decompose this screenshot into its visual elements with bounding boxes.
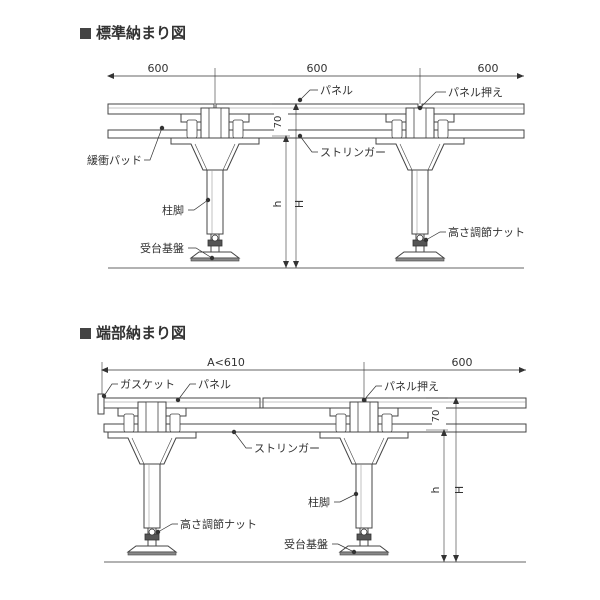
dim-H: H [293, 200, 306, 208]
title-square-icon [80, 28, 91, 39]
label-stringer-2: ストリンガー [254, 442, 320, 455]
dim-label-a: A<610 [207, 356, 245, 369]
panel-middle [215, 103, 419, 115]
stringer-2 [103, 423, 527, 433]
label-cushion-pad: 緩衝パッド [87, 153, 142, 167]
panel-2-left [103, 397, 261, 409]
label-column-leg-2: 柱脚 [308, 495, 330, 509]
panel-2-middle [262, 397, 364, 409]
label-height-nut-2: 高さ調節ナット [180, 517, 257, 531]
label-height-nut: 高さ調節ナット [448, 225, 525, 239]
dim-label-3: 600 [478, 62, 499, 75]
dim-h-2: h [429, 486, 442, 493]
label-base-plate: 受台基盤 [140, 241, 184, 255]
label-panel: パネル [320, 84, 353, 97]
dim-label-1: 600 [148, 62, 169, 75]
section1-title: 標準納まり図 [80, 22, 186, 43]
section1-diagram: 600 600 600 70 h H パネル パネル押え ストリンガー [87, 62, 525, 269]
label-panel-holder: パネル押え [448, 85, 503, 99]
dim-label-600: 600 [452, 356, 473, 369]
dim-h: h [271, 200, 284, 207]
label-base-plate-2: 受台基盤 [284, 537, 328, 551]
panel-right [421, 103, 525, 115]
section2-diagram: A<610 600 70 h H ガスケット パネル パネル押え [97, 356, 527, 563]
title-square-icon [80, 328, 91, 339]
dim-70: 70 [273, 116, 284, 129]
dim-label-2: 600 [307, 62, 328, 75]
dim-H-2: H [453, 486, 466, 494]
label-gasket: ガスケット [120, 378, 175, 391]
dim-70-2: 70 [431, 410, 442, 423]
wall-edge [97, 393, 105, 415]
label-panel-holder-2: パネル押え [384, 379, 439, 393]
label-panel-2: パネル [198, 378, 231, 391]
label-stringer: ストリンガー [320, 146, 386, 159]
stringer [107, 129, 525, 139]
section2-title: 端部納まり図 [80, 322, 186, 343]
panel-left [107, 103, 215, 115]
label-column-leg: 柱脚 [162, 203, 184, 217]
